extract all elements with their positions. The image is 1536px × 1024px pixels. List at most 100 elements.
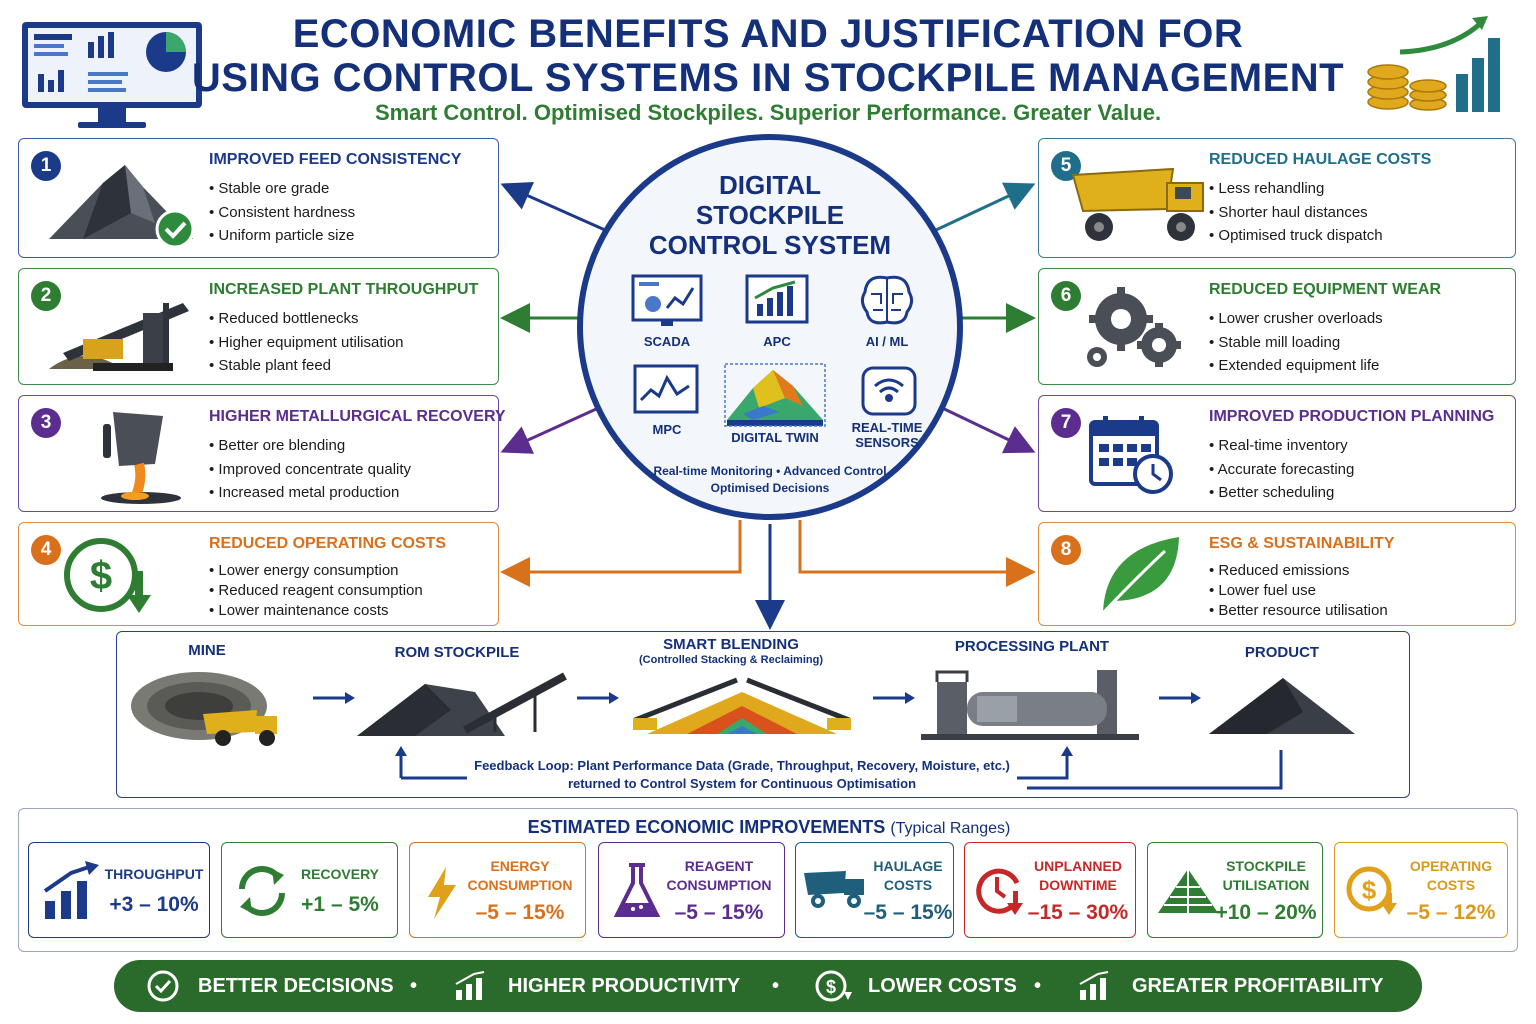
feedback-loop-arrows — [395, 746, 1283, 790]
benefit-item: Accurate forecasting — [1209, 458, 1355, 482]
process-flow-panel: MINE ROM STOCKPILE SMART BLENDING (Contr… — [116, 631, 1410, 798]
kpi-value: –5 – 15% — [674, 901, 764, 924]
scada-icon — [631, 274, 703, 335]
kpi-haulage: HAULAGE COSTS –5 – 15% — [795, 842, 954, 938]
benefit-card-6: 6 REDUCED EQUIPMENT WEAR Lower crusher o… — [1038, 268, 1516, 385]
haul-truck-icon — [1063, 153, 1223, 254]
tech-label-scada: SCADA — [643, 334, 691, 349]
kpi-name-2: DOWNTIME — [1039, 877, 1117, 893]
benefit-title: HIGHER METALLURGICAL RECOVERY — [209, 408, 506, 425]
benefit-card-3: 3 HIGHER METALLURGICAL RECOVERY Better o… — [18, 395, 506, 512]
check-circle-icon — [147, 970, 179, 1002]
kpi-value: –5 – 12% — [1406, 901, 1496, 924]
kpi-name-2: CONSUMPTION — [467, 877, 573, 893]
benefit-number: 7 — [1051, 408, 1081, 438]
banner-separator: • — [772, 975, 780, 997]
tech-label-mpc: MPC — [652, 422, 682, 437]
benefit-title: IMPROVED FEED CONSISTENCY — [209, 151, 462, 168]
leaf-icon — [1095, 529, 1185, 624]
ore-pile-icon — [43, 153, 203, 254]
calendar-clock-icon — [1087, 414, 1177, 503]
sensor-icon — [861, 366, 917, 421]
tech-label-apc: APC — [763, 334, 791, 349]
kpi-operating: $ OPERATING COSTS –5 – 12% — [1334, 842, 1508, 938]
kpi-name-2: CONSUMPTION — [666, 877, 772, 893]
truck-icon — [802, 869, 868, 914]
benefit-list: Real-time inventory Accurate forecasting… — [1209, 434, 1355, 505]
open-pit-mine-icon — [127, 666, 293, 751]
stage-label-processing: PROCESSING PLANT — [954, 638, 1110, 655]
benefit-number: 3 — [31, 408, 61, 438]
benefit-list: Reduced bottlenecks Higher equipment uti… — [209, 307, 404, 378]
banner-item-profitability: GREATER PROFITABILITY — [1132, 975, 1384, 997]
benefit-title: INCREASED PLANT THROUGHPUT — [209, 281, 479, 298]
benefit-card-2: 2 INCREASED PLANT THROUGHPUT Reduced bot… — [18, 268, 499, 385]
svg-text:$: $ — [1362, 875, 1377, 905]
kpi-name: HAULAGE — [873, 858, 943, 874]
benefit-number: 2 — [31, 281, 61, 311]
benefit-item: Stable ore grade — [209, 177, 355, 201]
kpi-name: REAGENT — [684, 858, 754, 874]
benefit-card-7: 7 IMPROVED PRODUCTION PLANNING Real-time… — [1038, 395, 1516, 512]
kpi-value: –5 – 15% — [863, 901, 953, 924]
recycle-arrows-icon — [232, 861, 292, 926]
clock-down-icon — [973, 863, 1027, 924]
benefit-item: Stable mill loading — [1209, 331, 1383, 355]
banner-separator: • — [410, 975, 418, 997]
flow-arrow — [577, 692, 619, 704]
kpi-name: THROUGHPUT — [104, 866, 204, 882]
benefit-title: IMPROVED PRODUCTION PLANNING — [1209, 408, 1495, 425]
center-title-2: STOCKPILE — [695, 200, 845, 230]
pile-icon — [1156, 865, 1220, 922]
kpi-recovery: RECOVERY +1 – 5% — [221, 842, 398, 938]
benefit-list: Lower crusher overloads Stable mill load… — [1209, 307, 1383, 378]
product-pile-icon — [1207, 672, 1357, 741]
benefit-item: Lower fuel use — [1209, 581, 1388, 601]
center-title-3: CONTROL SYSTEM — [648, 230, 892, 260]
lightning-icon — [424, 865, 460, 926]
kpi-value: –5 – 15% — [475, 901, 565, 924]
benefit-number: 4 — [31, 535, 61, 565]
connector-arrows — [500, 182, 1036, 630]
benefit-list: Less rehandling Shorter haul distances O… — [1209, 177, 1383, 248]
processing-plant-icon — [917, 662, 1143, 747]
title-line-1: ECONOMIC BENEFITS AND JUSTIFICATION FOR — [292, 12, 1244, 56]
estimates-title-sub: (Typical Ranges) — [890, 820, 1011, 837]
feedback-text-2: returned to Control System for Continuou… — [567, 776, 917, 791]
banner-separator: • — [1034, 975, 1042, 997]
bar-chart-up-icon — [41, 861, 103, 926]
kpi-name: RECOVERY — [300, 866, 380, 882]
benefit-item: Optimised truck dispatch — [1209, 224, 1382, 248]
benefit-item: Less rehandling — [1209, 177, 1383, 201]
tech-label-sensors: SENSORS — [855, 435, 919, 450]
kpi-value: +1 – 5% — [301, 893, 379, 916]
tech-label-real-time: REAL-TIME — [851, 420, 923, 435]
benefit-list: Stable ore grade Consistent hardness Uni… — [209, 177, 355, 248]
rom-stockpile-icon — [355, 668, 575, 745]
stage-label-mine: MINE — [188, 642, 226, 659]
benefit-card-1: 1 IMPROVED FEED CONSISTENCY Stable ore g… — [18, 138, 499, 258]
tech-label-digital-twin: DIGITAL TWIN — [731, 430, 819, 445]
benefit-title: ESG & SUSTAINABILITY — [1209, 535, 1395, 552]
svg-text:$: $ — [826, 977, 836, 997]
mpc-icon — [633, 364, 699, 421]
benefit-card-5: 5 REDUCED HAULAGE COSTS Less rehandling … — [1038, 138, 1516, 258]
flask-icon — [613, 861, 661, 926]
benefit-item: Shorter haul distances — [1209, 201, 1383, 225]
benefit-card-8: 8 ESG & SUSTAINABILITY Reduced emissions… — [1038, 522, 1516, 626]
benefit-item: Better resource utilisation — [1209, 601, 1387, 621]
estimates-title: ESTIMATED ECONOMIC IMPROVEMENTS (Typical… — [19, 817, 1519, 838]
kpi-value: +3 – 10% — [109, 893, 199, 916]
digital-twin-icon — [723, 362, 827, 433]
benefit-item: Reduced bottlenecks — [209, 307, 404, 331]
benefit-number: 1 — [31, 151, 61, 181]
kpi-name-2: COSTS — [1426, 877, 1476, 893]
crusher-icon — [43, 283, 203, 382]
kpi-name: ENERGY — [490, 858, 550, 874]
apc-icon — [745, 274, 809, 331]
banner-item-costs: LOWER COSTS — [868, 975, 1017, 997]
stage-sublabel-blending: (Controlled Stacking & Reclaiming) — [639, 654, 823, 666]
stacker-reclaimer-icon — [627, 672, 857, 741]
benefit-item: Uniform particle size — [209, 224, 355, 248]
benefit-list: Better ore blending Improved concentrate… — [209, 434, 411, 505]
